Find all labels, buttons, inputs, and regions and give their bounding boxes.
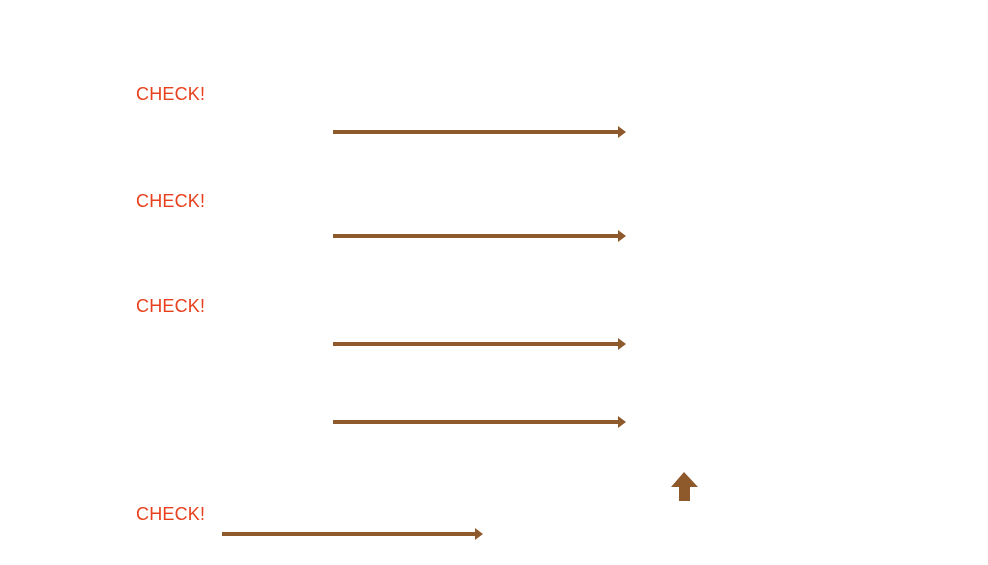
check-label-2: CHECK! xyxy=(136,191,206,211)
check-label-1: CHECK! xyxy=(136,84,206,104)
right-arrow-1 xyxy=(333,126,626,138)
right-arrow-3 xyxy=(333,338,626,350)
right-arrow-4 xyxy=(333,416,626,428)
check-label-4: CHECK! xyxy=(136,504,206,524)
right-arrow-2 xyxy=(333,230,626,242)
right-arrow-5 xyxy=(222,528,483,540)
up-arrow xyxy=(671,472,698,501)
check-label-3: CHECK! xyxy=(136,296,206,316)
